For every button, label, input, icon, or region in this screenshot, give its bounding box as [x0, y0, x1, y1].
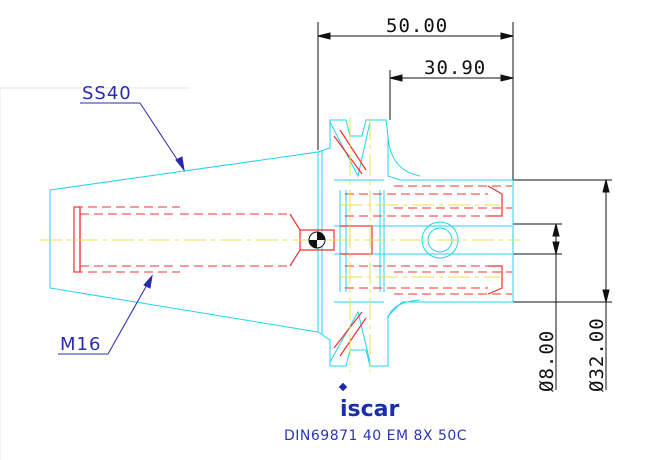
logo-wordmark: iscar	[340, 397, 400, 422]
dimension-gauge-length-label: 30.90	[424, 57, 486, 79]
tool-designation: DIN69871 40 EM 8X 50C	[284, 428, 467, 444]
dimension-bore-diameter-label: Ø8.00	[536, 330, 558, 392]
dimension-gauge-length	[389, 70, 514, 120]
dimension-bore-diameter	[513, 223, 562, 390]
hidden-lines	[74, 185, 512, 295]
gauge-point-symbol	[308, 231, 326, 249]
dimension-body-diameter-label: Ø32.00	[586, 317, 608, 392]
iscar-logo: iscar	[338, 382, 400, 422]
callout-taper-label: SS40	[82, 83, 132, 104]
callout-thread-leader	[58, 274, 153, 355]
taper-shank-outline	[0, 87, 514, 367]
centerline	[40, 118, 520, 372]
dimension-overall-length-label: 50.00	[386, 15, 448, 37]
dimension-body-diameter	[513, 179, 612, 390]
dimension-overall-length	[317, 22, 514, 185]
callout-thread-label: M16	[60, 334, 101, 355]
thread-outline	[73, 129, 503, 357]
callout-taper-leader	[80, 102, 185, 172]
